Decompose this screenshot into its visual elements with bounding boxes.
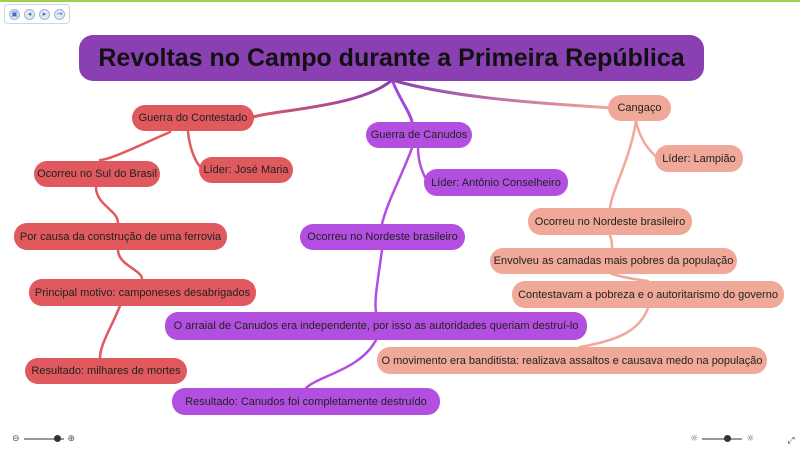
cangaco-local[interactable]: Ocorreu no Nordeste brasileiro [528, 208, 692, 235]
speed-slider[interactable] [702, 435, 743, 442]
link-arraial-resultado [304, 338, 378, 390]
canudos-title[interactable]: Guerra de Canudos [366, 122, 472, 148]
fast-icon[interactable]: ☼ [746, 434, 755, 444]
zoom-slider[interactable] [23, 435, 64, 442]
overview-icon[interactable]: ▣ [9, 8, 20, 20]
link-root-contestado [248, 78, 394, 120]
back-icon[interactable]: ◂ [24, 8, 35, 20]
contestado-lider[interactable]: Líder: José Maria [199, 157, 293, 183]
link-local-causa [94, 185, 120, 225]
link-motivo-resultado [98, 304, 122, 360]
zoom-control: ⊖ ⊕ [12, 432, 75, 446]
cangaco-movimento[interactable]: O movimento era banditista: realizava as… [377, 347, 767, 374]
slow-icon[interactable]: ☼ [690, 434, 699, 444]
canudos-lider[interactable]: Líder: Antônio Conselheiro [424, 169, 568, 196]
link-root-canudos [390, 78, 414, 124]
canudos-local[interactable]: Ocorreu no Nordeste brasileiro [300, 224, 465, 250]
link-cangaco-local [608, 119, 638, 210]
forward-icon[interactable]: → [54, 8, 65, 20]
cangaco-lider[interactable]: Líder: Lampião [655, 145, 743, 172]
cangaco-envolveu[interactable]: Envolveu as camadas mais pobres da popul… [490, 248, 737, 274]
link-contestavam-movimento [578, 306, 650, 349]
link-causa-motivo [116, 248, 144, 281]
canudos-resultado[interactable]: Resultado: Canudos foi completamente des… [172, 388, 440, 415]
speed-slider-knob[interactable] [724, 435, 732, 442]
cangaco-contestavam[interactable]: Contestavam a pobreza e o autoritarismo … [512, 281, 784, 308]
contestado-local[interactable]: Ocorreu no Sul do Brasil [34, 161, 160, 187]
presentation-toolbar: ▣ ◂ ▸ → [4, 4, 70, 24]
link-local-envolveu [608, 233, 614, 250]
zoom-out-icon[interactable]: ⊖ [12, 434, 20, 444]
root-topic[interactable]: Revoltas no Campo durante a Primeira Rep… [79, 35, 704, 81]
fullscreen-icon[interactable]: ⤢ [787, 436, 795, 446]
cangaco-title[interactable]: Cangaço [608, 95, 671, 121]
link-local-arraial [374, 248, 384, 314]
link-canudos-local [380, 146, 414, 226]
link-cangaco-lider [634, 119, 660, 160]
top-accent-line [0, 0, 800, 2]
zoom-in-icon[interactable]: ⊕ [67, 434, 76, 444]
contestado-motivo[interactable]: Principal motivo: camponeses desabrigado… [29, 279, 256, 306]
zoom-slider-knob[interactable] [53, 435, 61, 442]
canudos-arraial[interactable]: O arraial de Canudos era independente, p… [165, 312, 587, 340]
link-contestado-local [98, 130, 172, 162]
link-envolveu-contestavam [610, 272, 650, 283]
link-root-cangaco [390, 78, 612, 110]
contestado-causa[interactable]: Por causa da construção de uma ferrovia [14, 223, 227, 250]
contestado-title[interactable]: Guerra do Contestado [132, 105, 254, 131]
speed-control: ☼ ☼ [690, 432, 754, 446]
play-icon[interactable]: ▸ [39, 8, 50, 20]
contestado-resultado[interactable]: Resultado: milhares de mortes [25, 358, 187, 384]
